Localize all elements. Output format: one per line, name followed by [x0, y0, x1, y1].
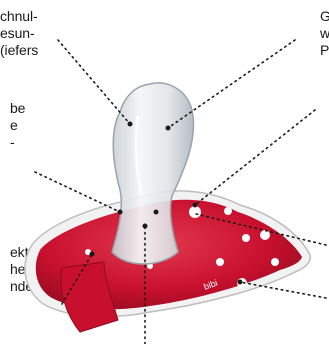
- pacifier-illustration: bibi: [0, 0, 329, 344]
